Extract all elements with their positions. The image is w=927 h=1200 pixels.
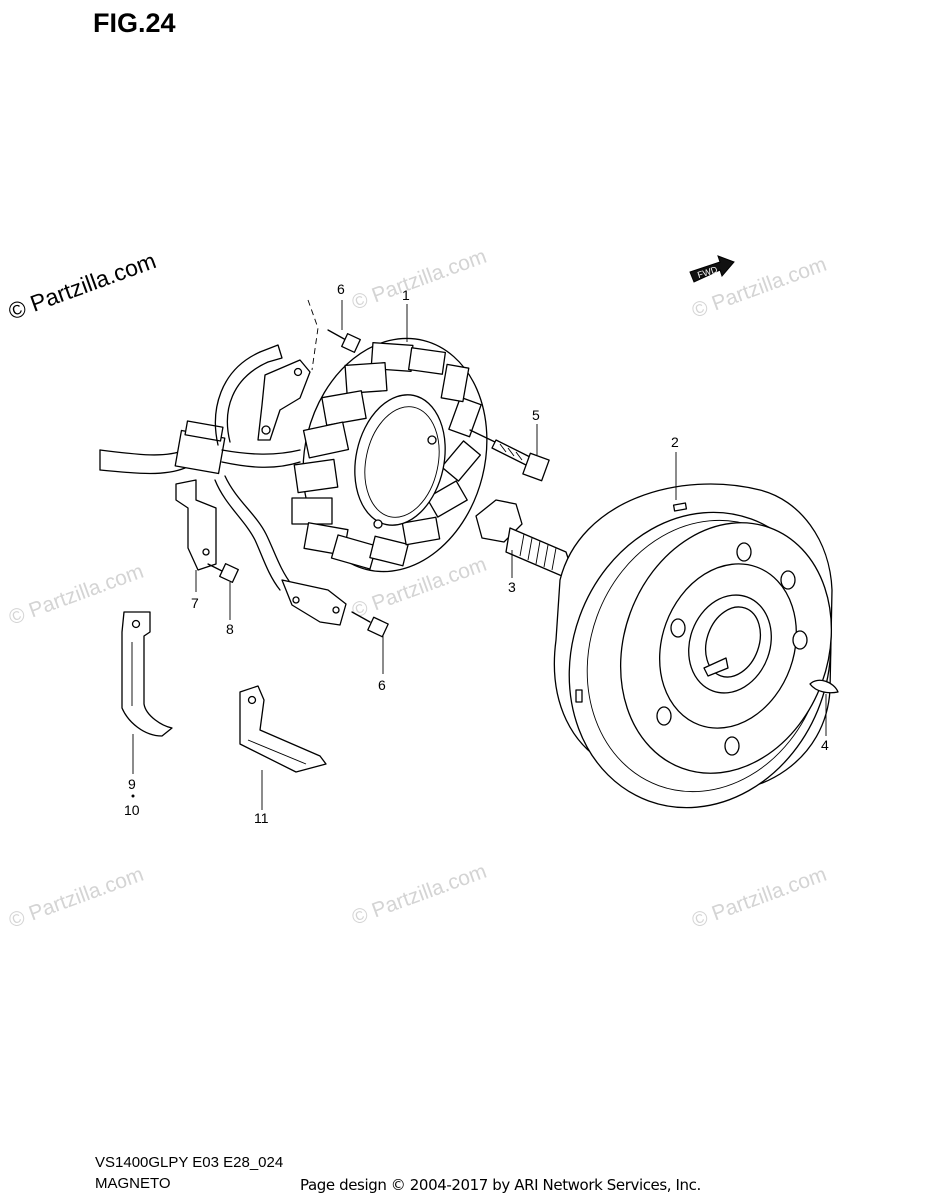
callout-10: 10 bbox=[124, 802, 140, 818]
watermark: © Partzilla.com bbox=[6, 863, 147, 933]
callout-7: 7 bbox=[191, 595, 199, 611]
bolt-part-6-upper bbox=[327, 329, 361, 353]
callout-11: 11 bbox=[254, 810, 269, 826]
clamp-part-9-10 bbox=[121, 611, 173, 737]
figure-title: FIG.24 bbox=[93, 8, 176, 38]
bracket-part-11 bbox=[239, 685, 327, 773]
callout-4: 4 bbox=[821, 737, 829, 753]
callout-6-lower: 6 bbox=[378, 677, 386, 693]
stator-coil bbox=[291, 337, 488, 573]
section-name: MAGNETO bbox=[95, 1175, 171, 1192]
model-code: VS1400GLPY E03 E28_024 bbox=[95, 1154, 284, 1171]
watermark: © Partzilla.com bbox=[689, 253, 830, 323]
callout-6-upper: 6 bbox=[337, 281, 345, 297]
rotor-flywheel bbox=[553, 483, 833, 809]
wiring-harness bbox=[99, 299, 347, 626]
bolt-part-8 bbox=[207, 563, 239, 583]
fwd-label: FWD bbox=[696, 264, 719, 280]
bolt-part-5 bbox=[469, 429, 550, 482]
woodruff-key-part-4 bbox=[809, 679, 839, 694]
bracket-part-7 bbox=[175, 479, 217, 571]
callout-labels: 1 2 3 4 5 6 6 7 8 9 10 11 bbox=[124, 281, 829, 826]
leader-lines bbox=[131, 300, 827, 810]
watermark: © Partzilla.com bbox=[689, 863, 830, 933]
watermark: © Partzilla.com bbox=[5, 247, 160, 324]
footer-credit: Page design © 2004-2017 by ARI Network S… bbox=[300, 1176, 701, 1194]
callout-2: 2 bbox=[671, 434, 679, 450]
watermark: © Partzilla.com bbox=[349, 860, 490, 930]
stator-poles bbox=[291, 341, 482, 570]
callout-5: 5 bbox=[532, 407, 540, 423]
fwd-arrow-icon: FWD bbox=[689, 255, 735, 283]
bolt-part-6-lower bbox=[351, 611, 389, 638]
callout-9: 9 bbox=[128, 776, 136, 792]
watermark: © Partzilla.com bbox=[349, 245, 490, 315]
callout-8: 8 bbox=[226, 621, 234, 637]
callout-3: 3 bbox=[508, 579, 516, 595]
bolt-part-3 bbox=[475, 499, 571, 577]
callout-1: 1 bbox=[402, 287, 410, 303]
